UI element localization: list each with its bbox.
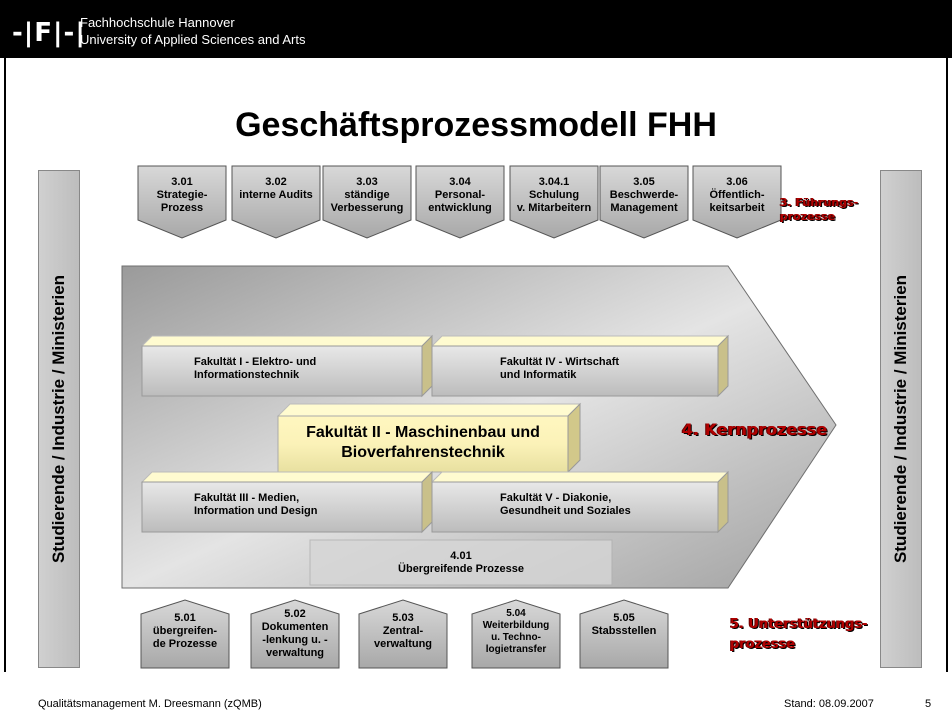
page-title: Geschäftsprozessmodell FHH <box>235 106 717 144</box>
fuehrungsprozess-shape <box>322 165 412 239</box>
institution-subtitle: University of Applied Sciences and Arts <box>80 32 306 47</box>
fuehrungsprozess-label: 3.03 ständige Verbesserung <box>330 176 404 214</box>
kernprozesse-label: 4. Kernprozesse <box>682 420 828 439</box>
fuehrungsprozess-shape <box>231 165 321 239</box>
unterstuetzungsprozess-label: 5.01 übergreifen- de Prozesse <box>152 612 218 650</box>
fuehrungsprozess-shape <box>599 165 689 239</box>
footer-author: Qualitätsmanagement M. Dreesmann (zQMB) <box>38 698 262 710</box>
fuehrungsprozess-shape <box>415 165 505 239</box>
fuehrungsprozesse-label: 3. Führungs- prozesse <box>780 196 859 223</box>
unterstuetzungsprozess-label: 5.04 Weiterbildung u. Techno- logietrans… <box>482 608 550 655</box>
fakultaet-5-label: Fakultät V - Diakonie, Gesundheit und So… <box>500 492 631 517</box>
footer-date: Stand: 08.09.2007 <box>784 698 874 710</box>
fakultaet-4-label: Fakultät IV - Wirtschaft und Informatik <box>500 356 620 381</box>
unterstuetzungsprozess-shape <box>471 599 561 669</box>
unterstuetzungsprozess-shape <box>140 599 230 669</box>
unterstuetzungsprozesse-group <box>140 599 669 669</box>
unterstuetzungsprozess-label: 5.05 Stabsstellen <box>591 612 657 637</box>
stakeholder-bar-right: Studierende / Industrie / Ministerien <box>880 170 922 668</box>
fuehrungsprozess-label: 3.04 Personal- entwicklung <box>428 176 492 214</box>
unterstuetzungsprozesse-label: 5. Unterstützungs- prozesse <box>730 617 868 652</box>
unterstuetzungsprozess-shape <box>250 599 340 669</box>
page-number: 5 <box>925 698 932 710</box>
unterstuetzungsprozess-label: 5.02 Dokumenten -lenkung u. - verwaltung <box>261 608 329 659</box>
unterstuetzungsprozess-shape <box>358 599 448 669</box>
uebergreifend-label: 4.01 Übergreifende Prozesse <box>398 550 524 575</box>
fakultaet-2-label: Fakultät II - Maschinenbau und Bioverfah… <box>306 424 540 461</box>
fuehrungsprozess-label: 3.04.1 Schulung v. Mitarbeitern <box>516 176 592 214</box>
fuehrungsprozess-shape <box>137 165 227 239</box>
unterstuetzungsprozess-label: 5.03 Zentral- verwaltung <box>373 612 433 650</box>
fuehrungsprozess-label: 3.02 interne Audits <box>239 176 313 201</box>
frame-right <box>946 58 948 672</box>
frame-left <box>4 58 6 672</box>
header-bar: -|F|-| Fachhochschule Hannover Universit… <box>0 0 952 58</box>
fakultaet-3-label: Fakultät III - Medien, Information und D… <box>194 492 318 517</box>
fuehrungsprozess-shape <box>509 165 599 239</box>
fuehrungsprozess-label: 3.05 Beschwerde- Management <box>609 176 679 214</box>
unterstuetzungsprozess-shape <box>579 599 669 669</box>
uebergreifend-bar <box>309 539 613 586</box>
fhh-logo: -|F|-| <box>12 18 86 48</box>
fuehrungsprozess-shape <box>692 165 782 239</box>
fuehrungsprozesse-group <box>137 165 782 239</box>
fakultaet-1-label: Fakultät I - Elektro- und Informationste… <box>194 356 317 381</box>
fuehrungsprozess-label: 3.01 Strategie- Prozess <box>156 176 208 214</box>
institution-name: Fachhochschule Hannover <box>80 15 235 30</box>
fuehrungsprozess-label: 3.06 Öffentlich- keitsarbeit <box>709 176 765 214</box>
stakeholder-bar-left: Studierende / Industrie / Ministerien <box>38 170 80 668</box>
